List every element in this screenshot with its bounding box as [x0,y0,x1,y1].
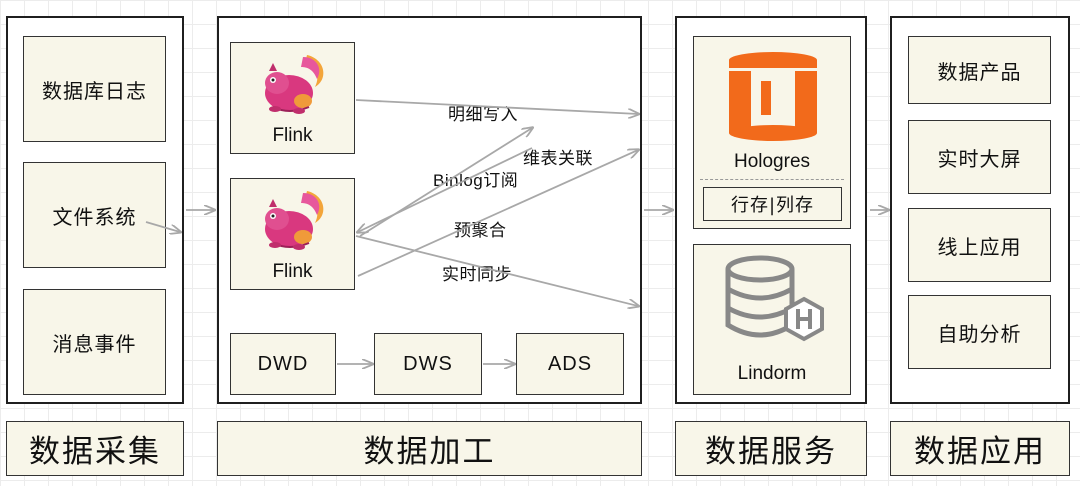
layer-ads: ADS [516,333,624,395]
lindorm-name: Lindorm [737,363,807,384]
column-title-collection: 数据采集 [6,421,184,476]
column-title-application: 数据应用 [890,421,1070,476]
flink-engine-name: Flink [272,261,313,282]
app-item-realtime-dashboard: 实时大屏 [908,120,1051,194]
lindorm-card: Lindorm [693,244,851,395]
column-title-service: 数据服务 [675,421,867,476]
flink-engine-card-bottom: Flink [230,178,355,290]
flow-label-dim-join: 维表关联 [523,149,593,169]
layer-dwd: DWD [230,333,336,395]
collection-item-db-log: 数据库日志 [23,36,166,142]
flink-squirrel-icon [265,55,324,114]
flow-label-detail-write: 明细写入 [448,105,518,125]
flow-label-binlog-subscribe: Binlog订阅 [433,171,519,190]
hologres-icon [729,52,817,141]
flow-label-pre-aggregate: 预聚合 [454,221,507,241]
column-title-processing: 数据加工 [217,421,642,476]
flink-engine-name: Flink [272,125,313,146]
hologres-storage-mode: 行存|列存 [703,187,842,221]
lindorm-database-icon [725,255,824,342]
hologres-name: Hologres [733,151,811,172]
collection-item-file-system: 文件系统 [23,162,166,268]
app-item-self-service-analysis: 自助分析 [908,295,1051,369]
hologres-divider [700,179,844,180]
hologres-card: Hologres 行存|列存 [693,36,851,229]
flink-engine-card-top: Flink [230,42,355,154]
collection-item-message-event: 消息事件 [23,289,166,395]
flink-squirrel-icon [265,191,324,250]
app-item-data-product: 数据产品 [908,36,1051,104]
flow-label-realtime-sync: 实时同步 [442,265,512,285]
app-item-online-application: 线上应用 [908,208,1051,282]
layer-dws: DWS [374,333,482,395]
